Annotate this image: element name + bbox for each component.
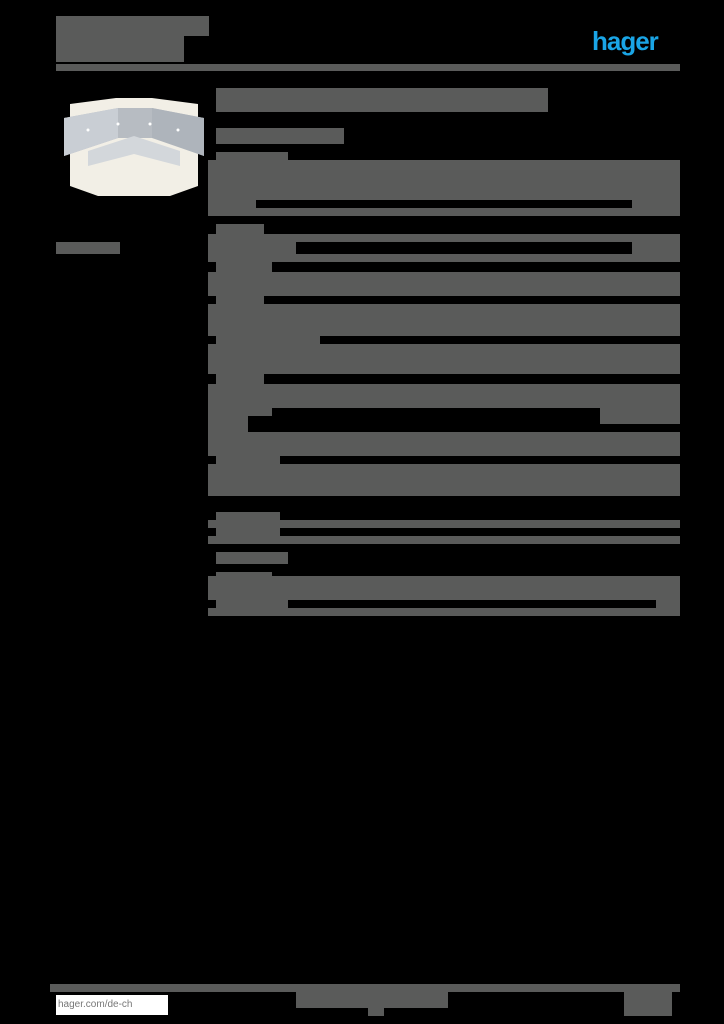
section-3-label [216,552,288,564]
doc-subtitle-redacted [56,36,184,62]
footer-center-info [296,992,448,1008]
product-subheading [216,128,344,144]
spec-table-1 [208,160,680,200]
footer-right-info [624,992,672,1016]
spec-row-8 [208,464,680,496]
hager-logo: hager [592,26,659,56]
spec-row-3 [208,272,680,296]
spec-row-6 [208,384,680,408]
spec-row-7b-label [216,456,280,464]
section-2-rule-b [208,536,680,544]
section-2-rule-a [208,520,680,528]
spec-row-2a-value [632,242,680,254]
left-section-label [56,242,120,254]
spec-rule-1 [208,208,680,216]
spec-row-6b-label [208,408,272,416]
spec-group-2-label [216,224,264,236]
doc-title-redacted [56,16,209,36]
spec-row-2b [208,254,680,262]
spec-row-5 [208,344,680,374]
spec-row-5b-label [216,374,264,384]
section-3-table-end [656,600,680,608]
logo-underline [620,64,680,71]
section-3-rule [208,608,680,616]
spec-row-4b-label [216,336,320,344]
product-heading [216,88,548,112]
spec-row-2a [208,234,680,242]
spec-row-7 [208,432,680,456]
spec-row-2c-label [216,262,272,274]
spec-row-3b-label [216,296,264,304]
header-rule [56,64,680,71]
footer-center-page [368,1008,384,1016]
spec-row-2a-label [208,242,296,254]
section-3-table-label [216,600,288,608]
spec-row-6c [208,416,248,432]
product-image [64,98,204,196]
spec-row-4 [208,304,680,336]
section-3-table [208,576,680,600]
footer-url-link[interactable]: hager.com/de-ch [56,995,168,1015]
footer-rule [50,984,680,992]
spec-row-6b [600,408,680,424]
